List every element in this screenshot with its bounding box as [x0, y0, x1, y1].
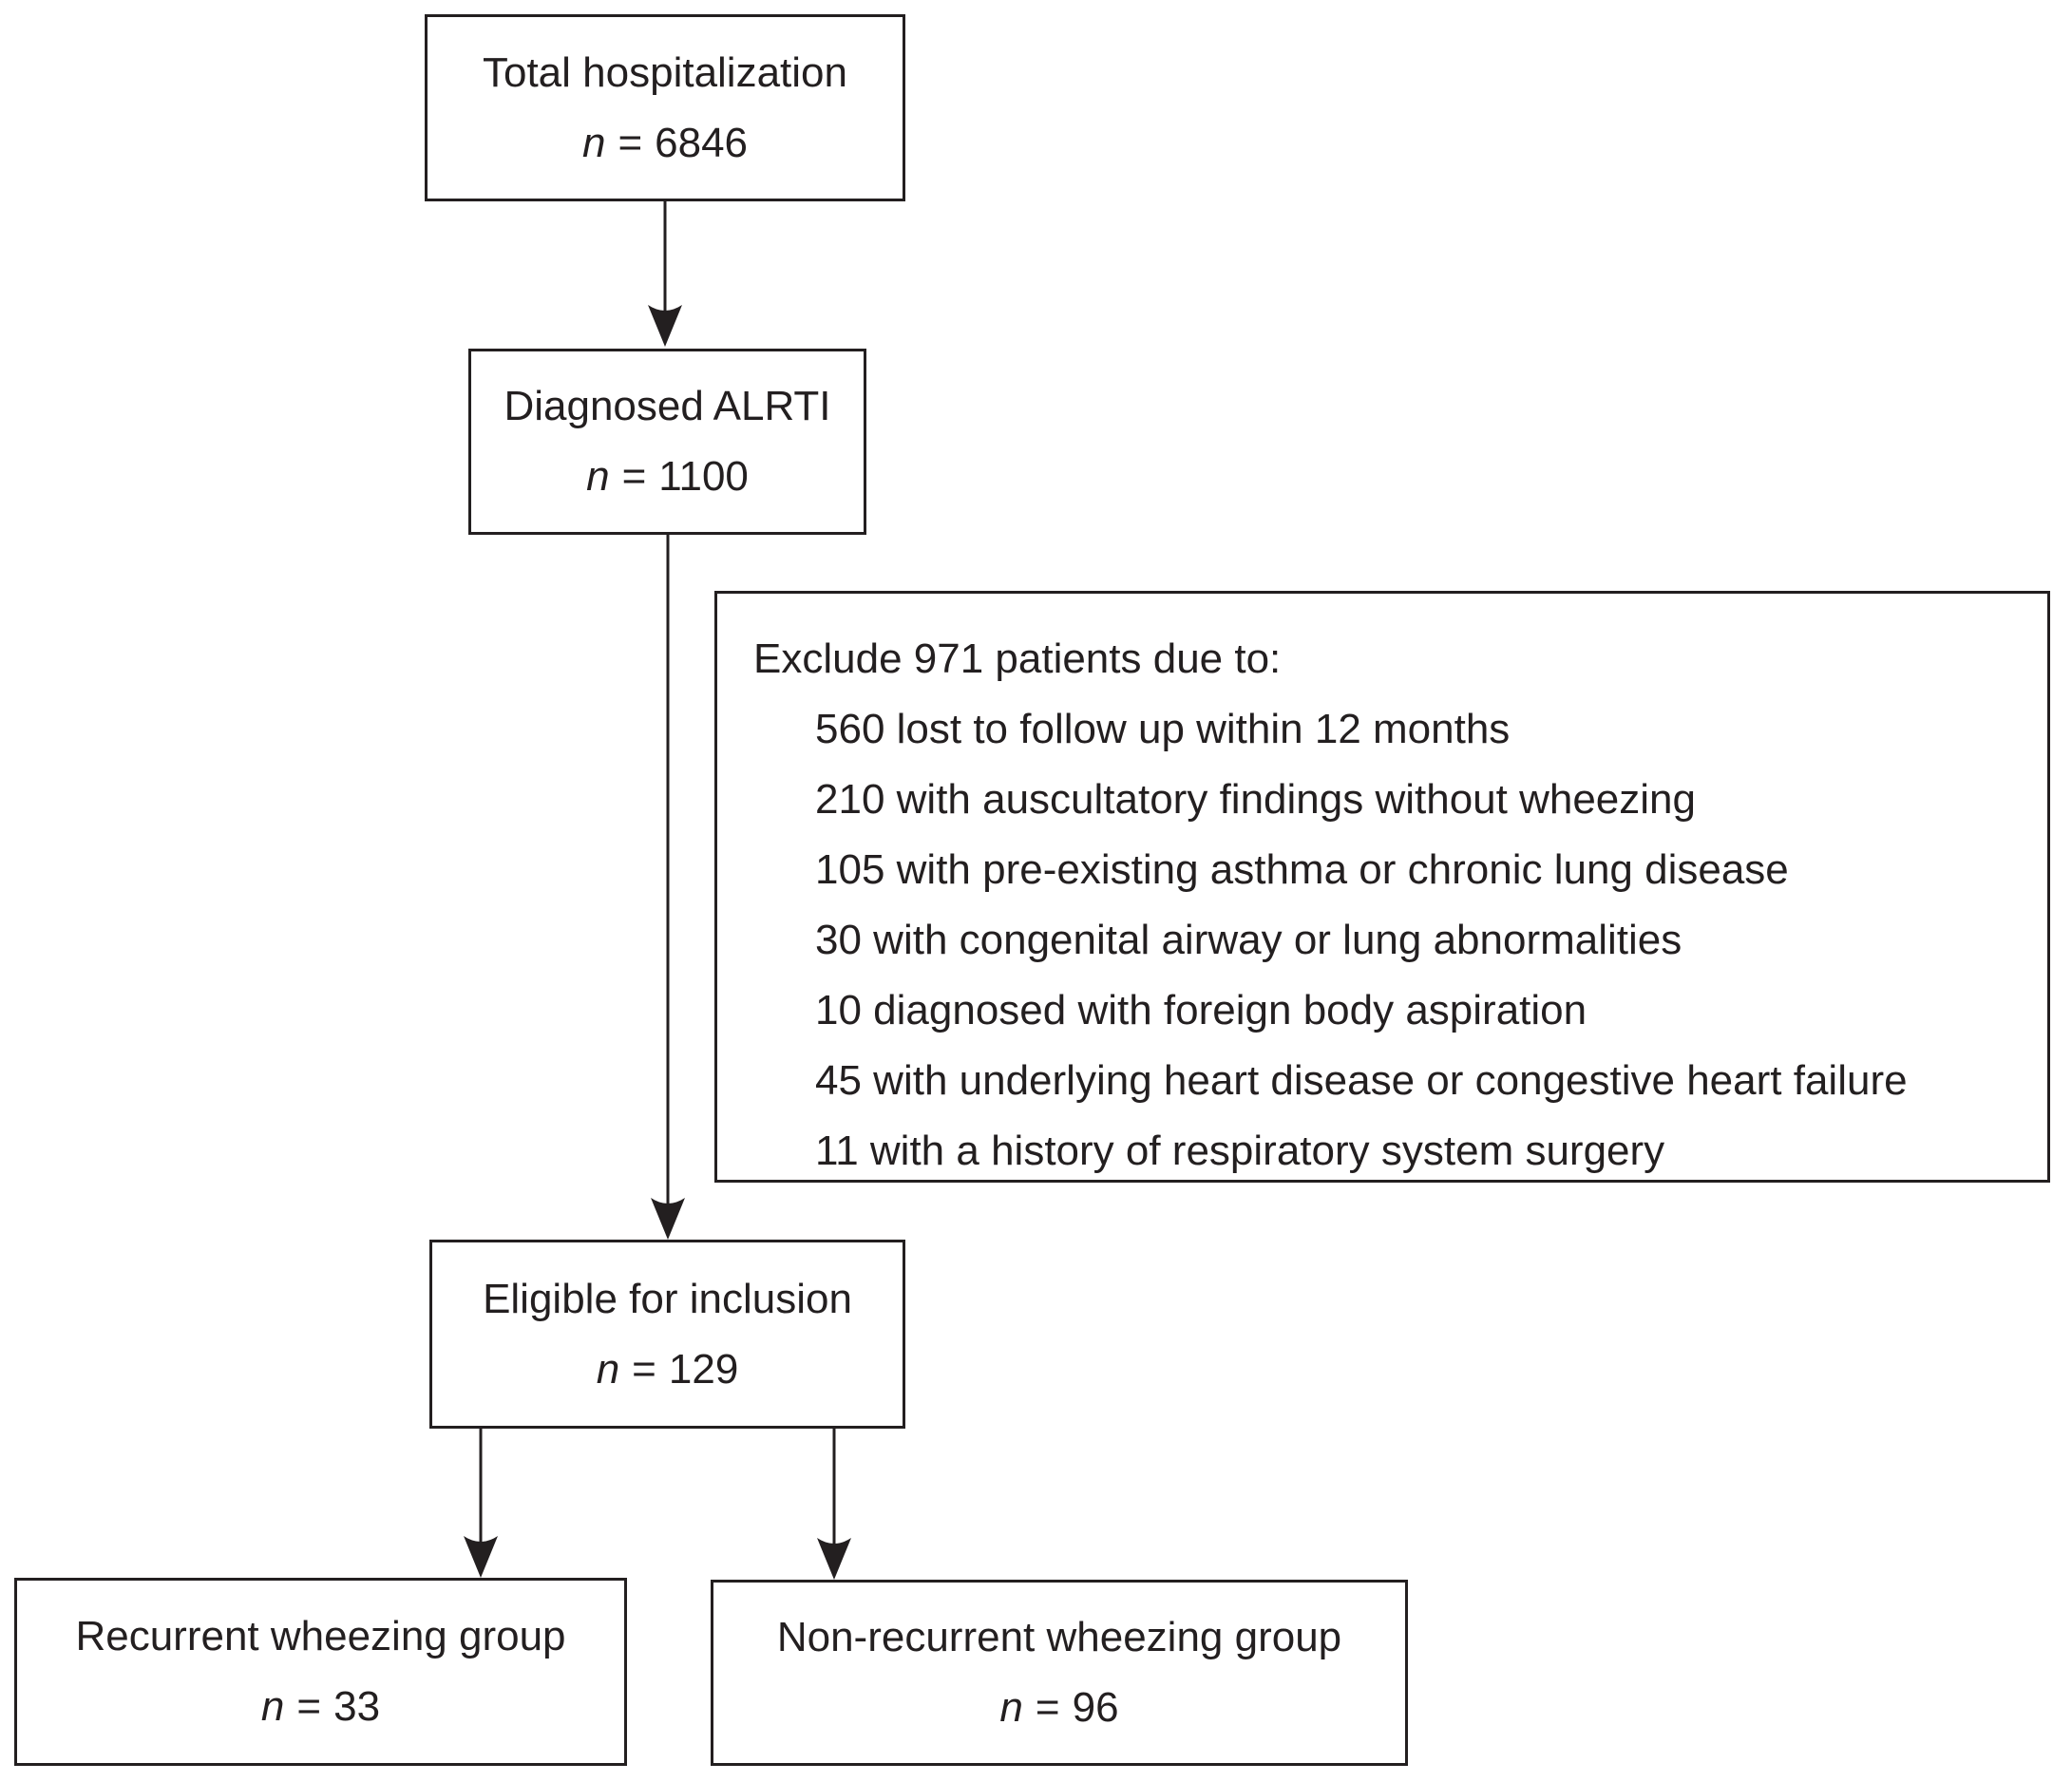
- flow-box-diagnosed-alrti: Diagnosed ALRTI n=1100: [468, 349, 866, 535]
- flow-box-exclusions: Exclude 971 patients due to: 560 lost to…: [714, 591, 2050, 1183]
- n-symbol: n: [586, 453, 610, 500]
- equals-sign: =: [618, 119, 643, 166]
- exclusion-item: 30 with congenital airway or lung abnorm…: [815, 917, 1682, 963]
- box-count: 1100: [658, 453, 749, 500]
- n-symbol: n: [581, 119, 606, 166]
- exclusion-item: 11 with a history of respiratory system …: [815, 1128, 1665, 1174]
- box-title: Eligible for inclusion: [483, 1275, 852, 1322]
- box-count-line: n=33: [261, 1686, 380, 1728]
- exclusion-item: 105 with pre-existing asthma or chronic …: [815, 846, 1789, 893]
- n-symbol: n: [596, 1345, 620, 1393]
- box-title: Recurrent wheezing group: [75, 1613, 566, 1659]
- box-count-line: n = 96: [999, 1687, 1118, 1729]
- flow-box-eligible: Eligible for inclusion n=129: [429, 1240, 905, 1429]
- arrow-eligible-to-recurrent: [464, 1429, 498, 1578]
- box-title: Non-recurrent wheezing group: [776, 1614, 1342, 1660]
- box-count: 6846: [655, 119, 749, 166]
- arrow-total-to-diagnosed: [648, 201, 682, 347]
- arrow-eligible-to-nonrecurrent: [817, 1429, 851, 1580]
- box-count: 96: [1072, 1684, 1119, 1731]
- exclusion-title: Exclude 971 patients due to:: [753, 635, 1282, 682]
- box-count-line: n=1100: [586, 456, 749, 498]
- exclusion-item: 560 lost to follow up within 12 months: [815, 706, 1511, 752]
- flow-box-recurrent-wheezing: Recurrent wheezing group n=33: [14, 1578, 627, 1766]
- box-count-line: n=129: [596, 1345, 739, 1393]
- equals-sign: =: [296, 1683, 322, 1730]
- arrow-diagnosed-to-eligible: [651, 535, 685, 1240]
- box-title: Diagnosed ALRTI: [504, 383, 831, 429]
- exclusion-item: 10 diagnosed with foreign body aspiratio…: [815, 987, 1587, 1033]
- n-symbol: n: [999, 1684, 1023, 1731]
- equals-sign: =: [621, 453, 647, 500]
- equals-sign: =: [632, 1345, 656, 1393]
- box-title: Total hospitalization: [482, 48, 847, 96]
- box-count: 33: [333, 1683, 381, 1730]
- flow-box-non-recurrent-wheezing: Non-recurrent wheezing group n = 96: [711, 1580, 1408, 1766]
- flow-box-total-hospitalization: Total hospitalization n = 6846: [425, 14, 905, 201]
- box-count-line: n = 6846: [581, 119, 749, 166]
- exclusion-item: 45 with underlying heart disease or cong…: [815, 1057, 1908, 1104]
- equals-sign: =: [1035, 1684, 1060, 1731]
- box-count: 129: [668, 1345, 739, 1393]
- exclusion-item: 210 with auscultatory findings without w…: [815, 776, 1696, 823]
- exclusion-list: 560 lost to follow up within 12 months 2…: [753, 694, 2028, 1186]
- n-symbol: n: [260, 1683, 285, 1730]
